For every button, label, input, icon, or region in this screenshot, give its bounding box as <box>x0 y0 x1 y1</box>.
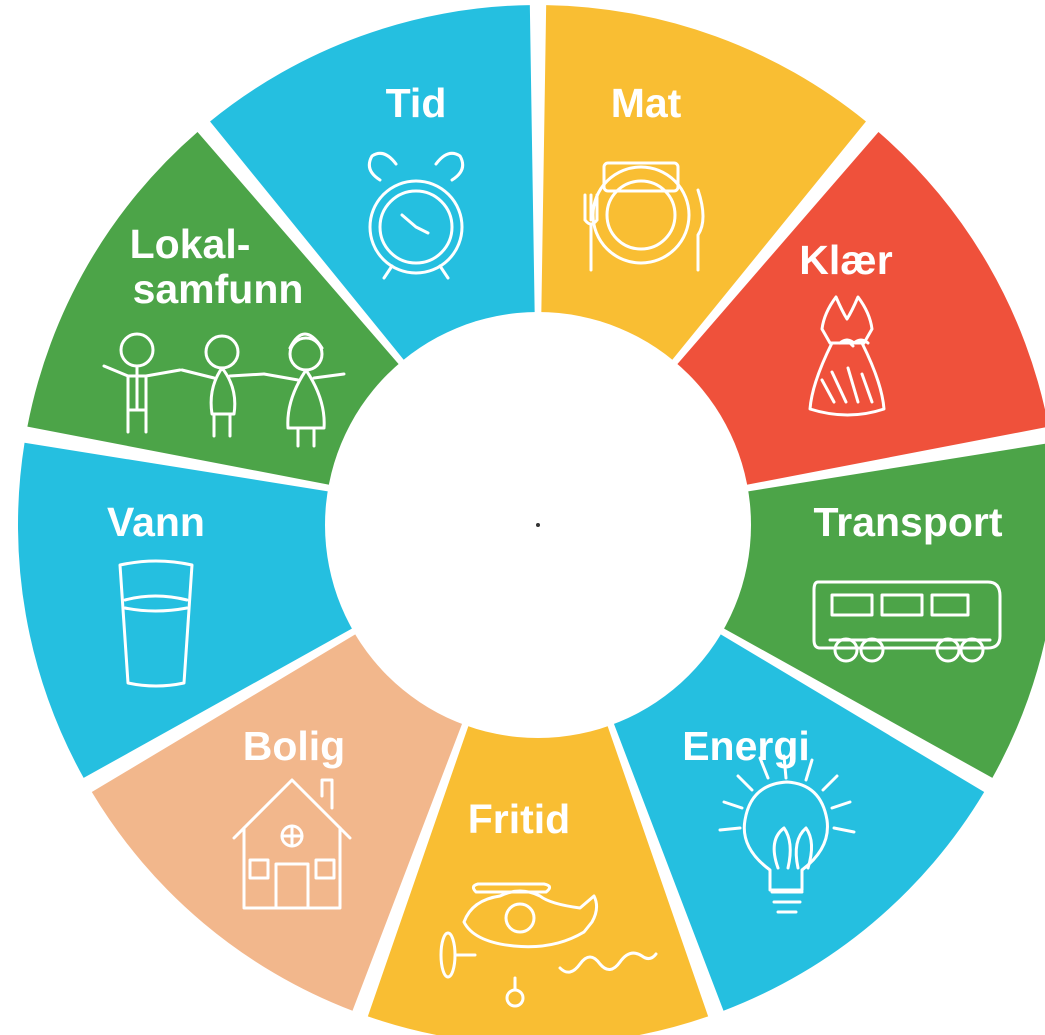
airplane-icon <box>439 882 658 1008</box>
wheel-segment-klær <box>676 131 1045 485</box>
water-glass-icon <box>118 559 194 688</box>
alarm-clock-icon <box>367 151 465 280</box>
segment-label-bolig: Bolig <box>243 723 345 769</box>
house-icon <box>232 778 352 910</box>
children-holding-hands-icon <box>102 332 346 448</box>
segment-label-tid: Tid <box>386 80 447 126</box>
plate-cutlery-icon <box>583 161 705 272</box>
center-dot <box>536 523 540 527</box>
segment-label-mat: Mat <box>611 80 682 126</box>
segment-label-vann: Vann <box>107 499 205 545</box>
wheel-segment-energi <box>613 633 985 1011</box>
wheel-segment-bolig <box>91 633 463 1011</box>
dress-icon <box>808 295 886 417</box>
bus-icon <box>812 580 1002 663</box>
segment-label-klaer: Klær <box>799 237 892 283</box>
segment-label-transport: Transport <box>813 499 1002 545</box>
wheel-segment-vann <box>17 442 353 778</box>
segment-label-fritid: Fritid <box>468 796 570 842</box>
wheel-segment-mat <box>541 5 866 361</box>
wheel-segments <box>17 5 1045 1035</box>
wheel-segment-tid <box>210 5 535 361</box>
lightbulb-icon <box>718 754 856 914</box>
segment-label-lokalsamfunn-line2: samfunn <box>133 266 304 312</box>
wheel-segment-transport <box>723 443 1045 778</box>
wheel-segment-lokalsamfunn <box>27 131 400 485</box>
segment-label-energi: Energi <box>682 723 810 769</box>
segment-label-lokalsamfunn-line1: Lokal- <box>130 221 251 267</box>
